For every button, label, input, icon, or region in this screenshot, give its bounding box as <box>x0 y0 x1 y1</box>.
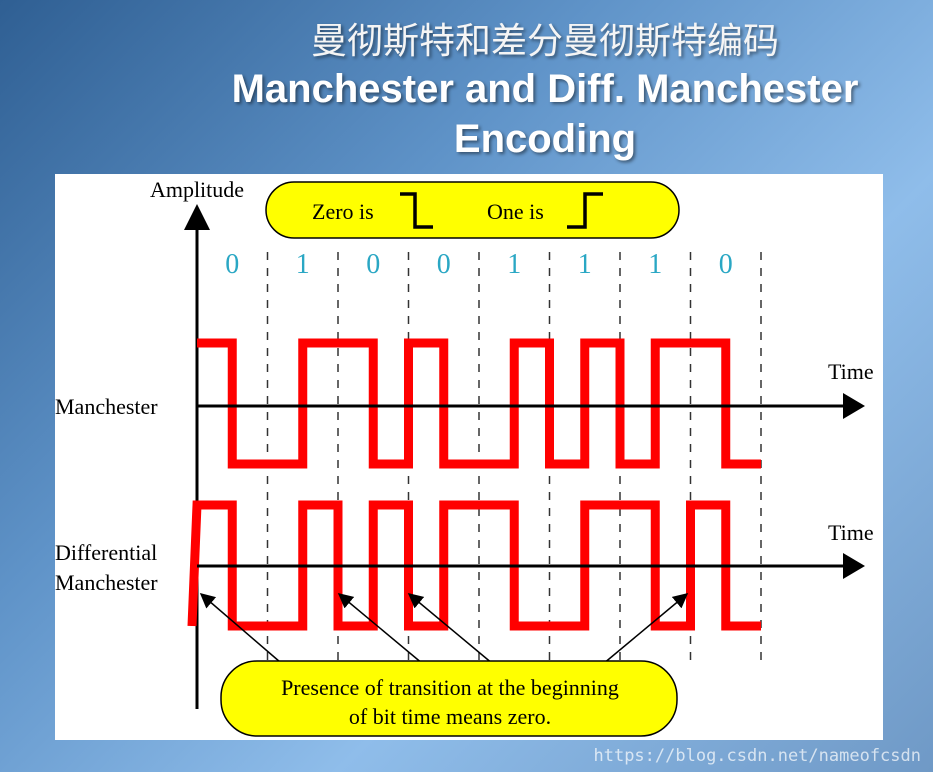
legend-bubble <box>265 181 680 239</box>
bit-label: 0 <box>437 249 451 280</box>
manchester-time-label: Time <box>828 359 874 384</box>
amplitude-axis-arrowhead <box>184 204 210 230</box>
note-bubble <box>220 660 678 737</box>
bit-label: 1 <box>296 249 310 280</box>
manchester-time-arrowhead <box>843 393 865 419</box>
differential-time-label: Time <box>828 520 874 545</box>
legend-one-text: One is <box>487 199 544 224</box>
bit-label: 0 <box>719 249 733 280</box>
pointer-line-3 <box>407 593 494 665</box>
pointer-line-2 <box>337 593 424 665</box>
pointer-line-1 <box>199 593 281 663</box>
slide-title-chinese: 曼彻斯特和差分曼彻斯特编码 <box>310 21 779 62</box>
bit-label: 1 <box>578 249 592 280</box>
differential-row-label-line1: Differential <box>55 540 157 565</box>
pointer-line-4 <box>602 593 689 665</box>
amplitude-label: Amplitude <box>150 177 244 202</box>
note-line-2: of bit time means zero. <box>349 704 551 729</box>
watermark: https://blog.csdn.net/nameofcsdn <box>593 746 921 766</box>
bit-label: 1 <box>648 249 662 280</box>
note-line-1: Presence of transition at the beginning <box>281 675 619 700</box>
bit-label: 0 <box>366 249 380 280</box>
manchester-signal <box>197 338 761 469</box>
legend-zero-text: Zero is <box>312 199 374 224</box>
encoding-diagram-svg: Amplitude Zero is One is 0 1 0 0 1 1 1 0 Time T… <box>55 177 874 737</box>
differential-manchester-signal <box>187 500 761 631</box>
zero-transition-icon <box>400 192 433 229</box>
differential-time-arrowhead <box>843 553 865 579</box>
one-transition-icon <box>567 192 603 229</box>
bit-label: 1 <box>507 249 521 280</box>
manchester-row-label: Manchester <box>55 394 158 419</box>
slide-title-english: Manchester and Diff. Manchester Encoding <box>231 67 859 161</box>
differential-row-label-line2: Manchester <box>55 570 158 595</box>
encoding-diagram: Amplitude Zero is One is 0 1 0 0 1 1 1 0 Time T… <box>55 174 883 740</box>
bit-label: 0 <box>225 249 239 280</box>
